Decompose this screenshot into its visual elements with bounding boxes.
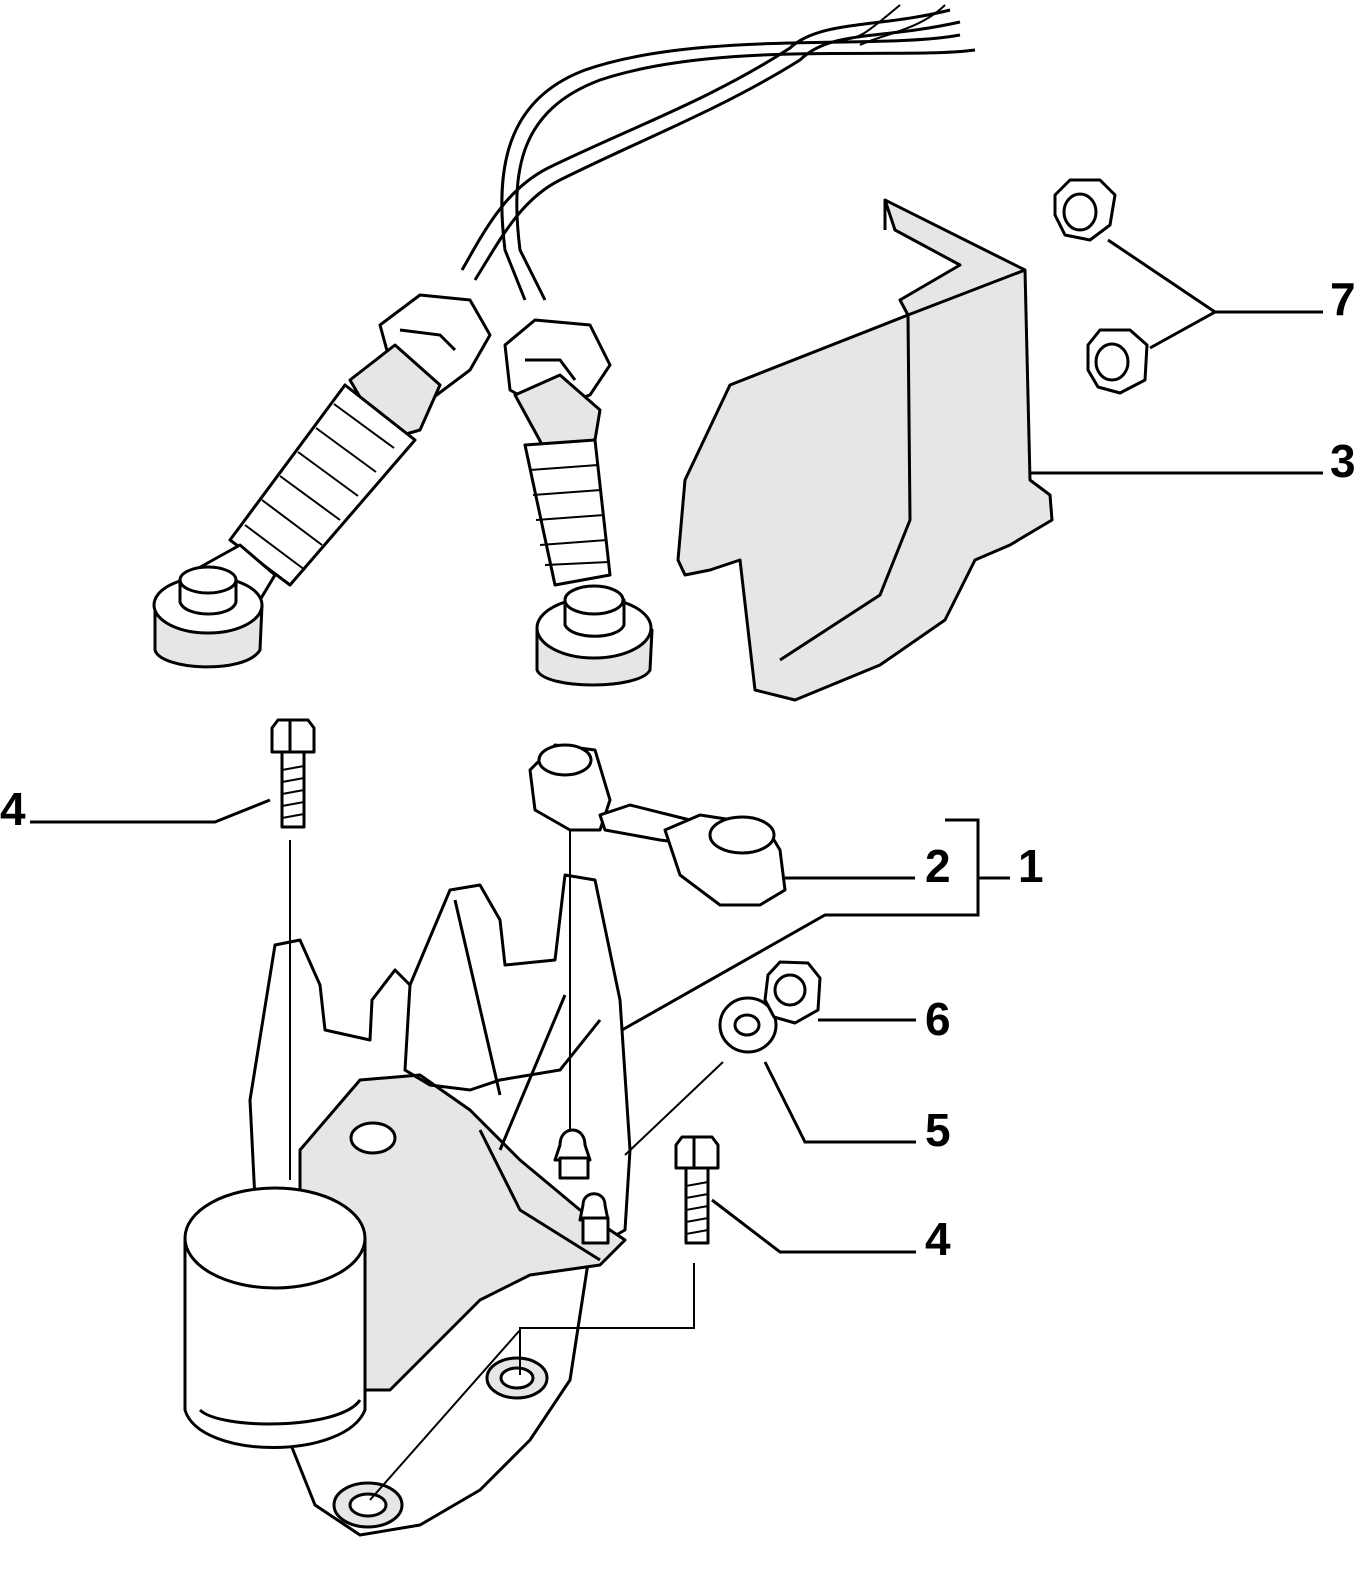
callout-1: 1 (1018, 840, 1044, 892)
leader-5 (763, 1061, 916, 1144)
ball-stud-upper (553, 1128, 592, 1180)
leader-4-lower (711, 1198, 916, 1254)
hex-nut-small (763, 960, 822, 1025)
callout-5: 5 (925, 1104, 951, 1156)
bolt-lower-axis (369, 1263, 695, 1501)
mount-hole-right (485, 1356, 549, 1400)
bellows-right (523, 438, 612, 587)
mount-hole-bottom (332, 1481, 404, 1529)
lever-housing (183, 873, 632, 1537)
washer (718, 996, 778, 1054)
cable-end-left (152, 293, 492, 669)
cable-end-right (503, 318, 654, 687)
bolt-lower (674, 1135, 720, 1245)
leader-4-upper (30, 798, 271, 824)
callout-7: 7 (1330, 273, 1356, 325)
leader-7 (1107, 238, 1323, 350)
callout-3: 3 (1330, 435, 1356, 487)
callout-4-lower: 4 (925, 1213, 951, 1265)
callout-6: 6 (925, 993, 951, 1045)
callout-2: 2 (925, 840, 951, 892)
callout-4-upper: 4 (0, 783, 26, 835)
gear-cables (460, 4, 976, 301)
bolt-upper (270, 718, 316, 829)
washer-axis-line (624, 1061, 724, 1156)
eyelet-left (152, 565, 264, 669)
cylinder-damper (183, 1186, 367, 1449)
link-rod (528, 743, 787, 907)
eyelet-right (535, 584, 654, 687)
hex-nut-upper (1053, 178, 1117, 242)
ball-stud-lower (578, 1192, 610, 1245)
leader-lines (30, 238, 1323, 1254)
hex-nut-lower (1086, 328, 1149, 395)
cover-bracket (676, 198, 1054, 702)
bracket-1 (621, 818, 1010, 1032)
